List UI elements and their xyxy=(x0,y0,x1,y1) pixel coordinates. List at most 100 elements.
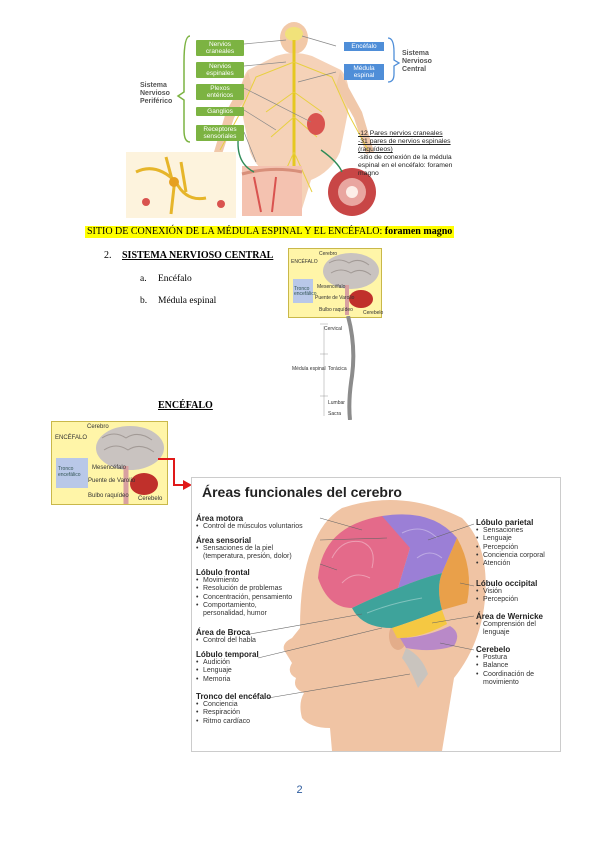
brain-card: Cerebro ENCÉFALO Tronco encefálico Mesen… xyxy=(288,248,384,318)
label-medula: Médula espinal xyxy=(292,366,326,372)
group-title: Lóbulo frontal xyxy=(196,568,250,577)
group-title: Área sensorial xyxy=(196,536,252,545)
group-title: Área de Broca xyxy=(196,628,251,637)
group-item: Comprensión del lenguaje xyxy=(476,621,558,638)
group-area-motora: Área motora Control de músculos voluntar… xyxy=(196,514,346,532)
group-item: Comportamiento, personalidad, humor xyxy=(196,602,281,619)
encefalo-heading: ENCÉFALO xyxy=(158,400,213,411)
figure-title: Áreas funcionales del cerebro xyxy=(202,484,402,500)
cns-figure: Cerebro ENCÉFALO Tronco encefálico Mesen… xyxy=(288,248,384,420)
group-item: Ritmo cardíaco xyxy=(196,718,306,727)
group-title: Cerebelo xyxy=(476,645,511,654)
figure1-notes: -12 Pares nervios craneales -31 pares de… xyxy=(358,130,458,178)
page-number: 2 xyxy=(296,784,303,796)
group-area-sensorial: Área sensorial Sensaciones de la piel (t… xyxy=(196,536,306,562)
group-item: Visión xyxy=(476,588,558,597)
section-heading: 2.SISTEMA NERVIOSO CENTRAL xyxy=(104,250,273,261)
group-item: Conciencia corporal xyxy=(476,552,558,561)
group-cerebelo: Cerebelo Postura Balance Coordinación de… xyxy=(476,645,558,687)
foramen-heading-text: SITIO DE CONEXIÓN DE LA MÉDULA ESPINAL Y… xyxy=(87,226,385,237)
brain-functional-areas-figure: Áreas funcionales del cerebro xyxy=(191,477,561,752)
label-tronco: Tronco encefálico xyxy=(58,466,81,478)
peripheral-box: Nervios craneales xyxy=(196,40,244,56)
list-item: a. Encéfalo xyxy=(140,274,192,284)
head-brain-illustration xyxy=(249,500,486,751)
group-lobulo-frontal: Lóbulo frontal Movimiento Resolución de … xyxy=(196,568,312,618)
brain-illustration xyxy=(293,253,379,315)
label-tronco: Tronco encefálico xyxy=(294,286,317,297)
peripheral-box: Receptores sensoriales xyxy=(196,125,244,141)
note-line: -sitio de conexión de la médula espinal … xyxy=(358,154,453,177)
list-letter: a. xyxy=(140,274,147,284)
spinal-cord-illustration xyxy=(320,316,356,420)
body-illustration xyxy=(126,22,401,218)
group-area-broca: Área de Broca Control del habla xyxy=(196,628,306,646)
label-toracica: Torácica xyxy=(328,366,347,372)
peripheral-box: Plexos entéricos xyxy=(196,84,244,100)
label-bulbo: Bulbo raquídeo xyxy=(319,307,353,313)
group-item: Balance xyxy=(476,662,558,671)
group-item: Conciencia xyxy=(196,701,306,710)
group-tronco-encefalo: Tronco del encéfalo Conciencia Respiraci… xyxy=(196,692,306,726)
group-item: Lenguaje xyxy=(196,667,306,676)
note-line: -12 Pares nervios craneales xyxy=(358,130,443,137)
list-text: Médula espinal xyxy=(158,296,217,306)
label-encefalo: ENCÉFALO xyxy=(55,435,88,441)
section-number: 2. xyxy=(104,250,112,261)
label-bulbo: Bulbo raquídeo xyxy=(88,493,129,499)
group-item: Movimiento xyxy=(196,577,312,586)
peripheral-box: Ganglios xyxy=(196,107,244,116)
group-lobulo-temporal: Lóbulo temporal Audición Lenguaje Memori… xyxy=(196,650,306,684)
label-puente: Puente de Varolio xyxy=(88,478,136,484)
red-arrow-icon xyxy=(158,458,192,490)
list-text: Encéfalo xyxy=(158,274,192,284)
foramen-heading: SITIO DE CONEXIÓN DE LA MÉDULA ESPINAL Y… xyxy=(85,226,455,238)
group-item: Lenguaje xyxy=(476,535,558,544)
peripheral-box: Nervios espinales xyxy=(196,62,244,78)
central-box: Encéfalo xyxy=(344,42,384,51)
label-cerebro: Cerebro xyxy=(87,424,109,430)
group-item: Coordinación de movimiento xyxy=(476,671,558,688)
group-title: Tronco del encéfalo xyxy=(196,692,272,701)
group-title: Lóbulo temporal xyxy=(196,650,259,659)
group-item: Resolución de problemas xyxy=(196,585,312,594)
group-item: Respiración xyxy=(196,709,306,718)
group-item: Concentración, pensamiento xyxy=(196,594,312,603)
label-puente: Puente de Varolio xyxy=(315,295,355,301)
group-item: Audición xyxy=(196,659,306,668)
label-cerebro: Cerebro xyxy=(319,251,338,257)
nervous-system-figure: Sistema Nervioso Periférico Sistema Nerv… xyxy=(126,22,460,218)
note-line: -31 pares de nervios espinales (raquídeo… xyxy=(358,138,451,153)
group-item: Control del habla xyxy=(196,637,306,646)
group-title: Área motora xyxy=(196,514,244,523)
group-item: Percepción xyxy=(476,596,558,605)
central-system-label: Sistema Nervioso Central xyxy=(402,50,432,73)
list-letter: b. xyxy=(140,296,148,306)
group-item: Percepción xyxy=(476,544,558,553)
label-mesencefalo: Mesencéfalo xyxy=(92,465,127,471)
central-box: Médula espinal xyxy=(344,64,384,80)
group-lobulo-parietal: Lóbulo parietal Sensaciones Lenguaje Per… xyxy=(476,518,558,569)
group-item: Memoria xyxy=(196,676,306,685)
list-item: b. Médula espinal xyxy=(140,296,216,306)
group-item: Atención xyxy=(476,560,558,569)
group-lobulo-occipital: Lóbulo occipital Visión Percepción xyxy=(476,579,558,605)
label-cerebelo: Cerebelo xyxy=(363,310,384,316)
group-title: Lóbulo occipital xyxy=(476,579,538,588)
group-item: Control de músculos voluntarios xyxy=(196,523,346,532)
label-sacra: Sacra xyxy=(328,411,342,417)
label-lumbar: Lumbar xyxy=(328,400,345,406)
label-cervical: Cervical xyxy=(324,326,343,332)
label-encefalo: ENCÉFALO xyxy=(291,259,318,265)
group-item: Sensaciones xyxy=(476,527,558,536)
group-title: Área de Wernicke xyxy=(476,612,543,621)
peripheral-system-label: Sistema Nervioso Periférico xyxy=(140,82,173,105)
brain-card-2: Cerebro ENCÉFALO Tronco encefálico Mesen… xyxy=(51,421,168,505)
label-mesencefalo: Mesencéfalo xyxy=(317,284,346,290)
label-cerebelo: Cerebelo xyxy=(138,496,163,502)
group-title: Lóbulo parietal xyxy=(476,518,534,527)
group-item: Sensaciones de la piel (temperatura, pre… xyxy=(196,545,306,562)
brain-illustration-2 xyxy=(56,426,164,504)
foramen-heading-bold: foramen magno xyxy=(384,226,453,237)
group-item: Postura xyxy=(476,654,558,663)
